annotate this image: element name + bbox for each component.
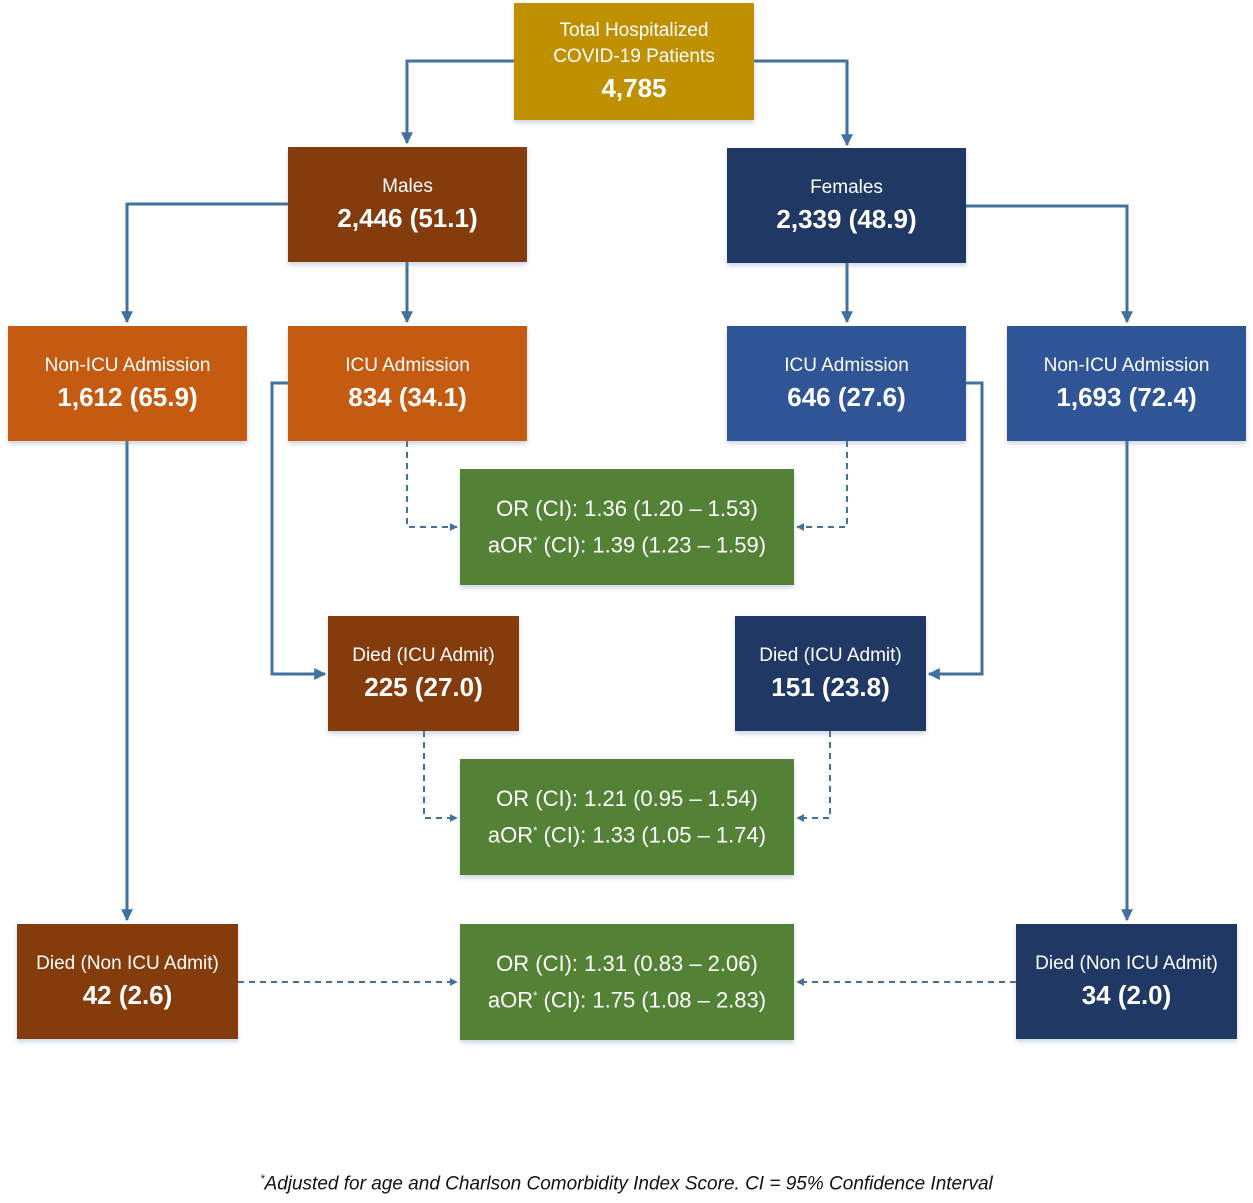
icu-aor: aOR* (CI): 1.39 (1.23 – 1.59) — [488, 525, 766, 561]
arrow-female-icu-to-died — [927, 381, 984, 680]
total-label-line2: COVID-19 Patients — [553, 45, 715, 67]
non-icu-death-or: OR (CI): 1.31 (0.83 – 2.06) — [496, 951, 758, 977]
male-died-icu-label: Died (ICU Admit) — [352, 644, 495, 666]
male-non-icu-box: Non-ICU Admission 1,612 (65.9) — [8, 326, 247, 441]
icu-or: OR (CI): 1.36 (1.20 – 1.53) — [496, 496, 758, 522]
female-non-icu-label: Non-ICU Admission — [1043, 354, 1210, 376]
footnote: *Adjusted for age and Charlson Comorbidi… — [0, 1173, 1253, 1195]
males-label: Males — [382, 175, 433, 197]
footnote-text: Adjusted for age and Charlson Comorbidit… — [264, 1173, 993, 1195]
female-non-icu-value: 1,693 (72.4) — [1056, 381, 1197, 412]
female-icu-value: 646 (27.6) — [787, 381, 906, 412]
male-died-icu-value: 225 (27.0) — [364, 671, 483, 702]
female-icu-label: ICU Admission — [784, 354, 909, 376]
male-died-non-icu-box: Died (Non ICU Admit) 42 (2.6) — [17, 924, 238, 1039]
aor-value: (CI): 1.33 (1.05 – 1.74) — [537, 822, 767, 848]
female-non-icu-box: Non-ICU Admission 1,693 (72.4) — [1007, 326, 1246, 441]
dashed-arrow-male-icu-to-or — [406, 441, 458, 531]
male-icu-box: ICU Admission 834 (34.1) — [288, 326, 527, 441]
non-icu-death-odds-ratio-box: OR (CI): 1.31 (0.83 – 2.06) aOR* (CI): 1… — [460, 924, 794, 1040]
males-box: Males 2,446 (51.1) — [288, 147, 527, 262]
arrow-total-to-females — [754, 59, 853, 147]
aor-prefix: aOR — [487, 532, 534, 558]
male-icu-label: ICU Admission — [345, 354, 470, 376]
arrow-total-to-males — [401, 59, 514, 145]
male-died-non-icu-value: 42 (2.6) — [82, 979, 173, 1010]
aor-value: (CI): 1.75 (1.08 – 2.83) — [537, 987, 767, 1013]
icu-death-or: OR (CI): 1.21 (0.95 – 1.54) — [496, 786, 758, 812]
male-icu-value: 834 (34.1) — [348, 381, 467, 412]
aor-prefix: aOR — [487, 822, 534, 848]
aor-star: * — [533, 535, 538, 548]
male-non-icu-label: Non-ICU Admission — [44, 354, 211, 376]
total-label-line1: Total Hospitalized — [559, 19, 709, 41]
male-died-non-icu-label: Died (Non ICU Admit) — [36, 952, 219, 974]
male-non-icu-value: 1,612 (65.9) — [57, 381, 198, 412]
dashed-arrow-female-icu-to-or — [796, 441, 848, 531]
total-patients-box: Total Hospitalized COVID-19 Patients 4,7… — [514, 3, 754, 120]
footnote-star: * — [260, 1173, 265, 1185]
non-icu-death-aor: aOR* (CI): 1.75 (1.08 – 2.83) — [488, 980, 766, 1016]
female-died-non-icu-value: 34 (2.0) — [1081, 979, 1172, 1010]
aor-star: * — [533, 990, 538, 1003]
female-died-icu-box: Died (ICU Admit) 151 (23.8) — [735, 616, 926, 731]
dashed-arrow-female-died-icu-to-or — [796, 731, 831, 822]
female-icu-box: ICU Admission 646 (27.6) — [727, 326, 966, 441]
icu-death-odds-ratio-box: OR (CI): 1.21 (0.95 – 1.54) aOR* (CI): 1… — [460, 759, 794, 875]
aor-star: * — [533, 825, 538, 838]
females-label: Females — [810, 176, 883, 198]
arrow-males-to-non-icu — [121, 202, 288, 324]
female-died-icu-value: 151 (23.8) — [771, 671, 890, 702]
icu-death-aor: aOR* (CI): 1.33 (1.05 – 1.74) — [488, 815, 766, 851]
female-died-non-icu-box: Died (Non ICU Admit) 34 (2.0) — [1016, 924, 1237, 1039]
female-died-non-icu-label: Died (Non ICU Admit) — [1035, 952, 1218, 974]
arrow-male-icu-to-died — [270, 381, 327, 680]
males-value: 2,446 (51.1) — [337, 202, 478, 233]
aor-prefix: aOR — [487, 987, 534, 1013]
aor-value: (CI): 1.39 (1.23 – 1.59) — [537, 532, 767, 558]
females-box: Females 2,339 (48.9) — [727, 148, 966, 263]
females-value: 2,339 (48.9) — [776, 203, 917, 234]
total-value: 4,785 — [601, 72, 667, 103]
arrow-females-to-non-icu — [966, 204, 1133, 324]
dashed-arrow-male-died-icu-to-or — [423, 731, 458, 822]
female-died-icu-label: Died (ICU Admit) — [759, 644, 902, 666]
icu-odds-ratio-box: OR (CI): 1.36 (1.20 – 1.53) aOR* (CI): 1… — [460, 469, 794, 585]
male-died-icu-box: Died (ICU Admit) 225 (27.0) — [328, 616, 519, 731]
